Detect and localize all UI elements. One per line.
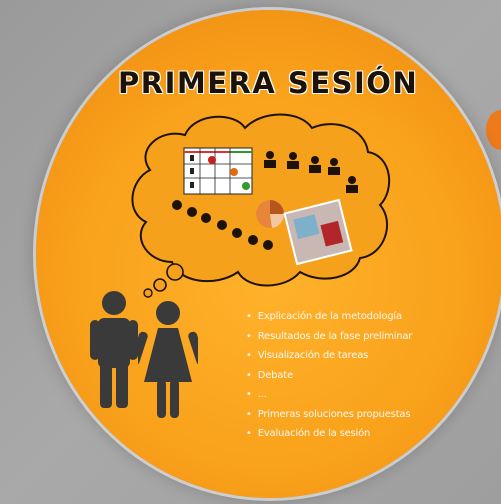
page-title: PRIMERA SESIÓN <box>118 66 419 100</box>
list-item: Evaluación de la sesión <box>246 424 412 444</box>
sad-face-icon <box>172 200 273 250</box>
list-item: Debate <box>246 366 412 386</box>
task-grid-icon <box>183 147 253 195</box>
list-item: Explicación de la metodología <box>246 307 412 327</box>
list-item: Resultados de la fase preliminar <box>246 327 413 347</box>
list-item: Primeras soluciones propuestas <box>246 405 412 425</box>
list-item: Visualización de tareas <box>246 346 412 366</box>
photo-thumbnail-icon <box>283 198 353 266</box>
list-item: ... <box>246 385 412 405</box>
agenda-list: Explicación de la metodología Resultados… <box>246 307 413 444</box>
decorative-dot <box>486 110 501 150</box>
man-icon <box>90 291 138 408</box>
woman-icon <box>138 301 198 418</box>
person-group-icon <box>264 151 358 193</box>
pie-chart-icon <box>256 200 285 228</box>
